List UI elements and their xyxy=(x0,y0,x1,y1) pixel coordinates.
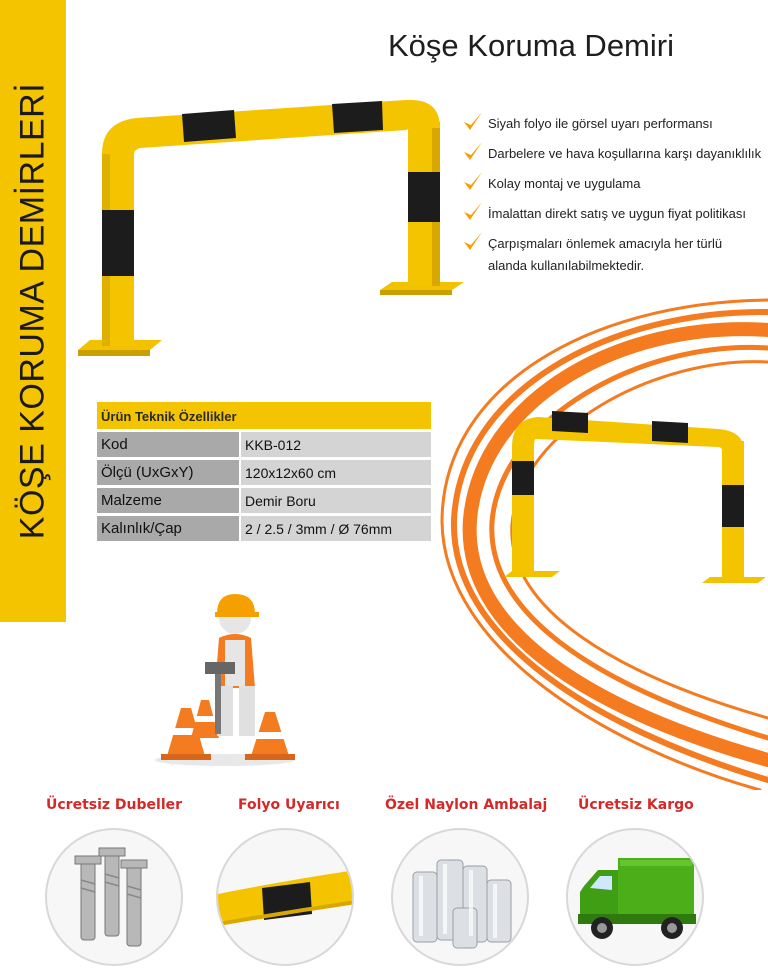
checkmark-icon xyxy=(464,202,482,220)
badge-label-free-anchors: Ücretsiz Dubeller xyxy=(46,797,183,813)
construction-worker-image xyxy=(155,594,295,766)
feature-item: İmalattan direkt satış ve uygun fiyat po… xyxy=(462,202,768,224)
truck-icon xyxy=(578,858,696,939)
badge-label-free-shipping: Ücretsiz Kargo xyxy=(578,797,694,813)
spec-table-heading: Ürün Teknik Özellikler xyxy=(97,402,431,429)
checkmark-icon xyxy=(464,172,482,190)
badge-label-nylon-packaging: Özel Naylon Ambalaj xyxy=(385,797,548,813)
feature-text: Siyah folyo ile görsel uyarı performansı xyxy=(488,116,713,131)
badge-circle xyxy=(216,828,354,966)
spec-key: Kod xyxy=(97,432,239,457)
feature-text: Çarpışmaları önlemek amacıyla her türlü xyxy=(488,236,723,251)
page-title: Köşe Koruma Demiri xyxy=(388,28,674,63)
feature-item: Siyah folyo ile görsel uyarı performansı xyxy=(462,112,768,134)
spec-key: Kalınlık/Çap xyxy=(97,516,239,541)
spec-value: KKB-012 xyxy=(241,432,431,457)
spec-row: Malzeme Demir Boru xyxy=(97,488,431,513)
feature-text: Darbelere ve hava koşullarına karşı daya… xyxy=(488,146,762,161)
traffic-cone-icon xyxy=(245,712,295,760)
spec-key: Ölçü (UxGxY) xyxy=(97,460,239,485)
spec-row: Ölçü (UxGxY) 120x12x60 cm xyxy=(97,460,431,485)
spec-row: Kalınlık/Çap 2 / 2.5 / 3mm / Ø 76mm xyxy=(97,516,431,541)
badge-circle xyxy=(45,828,183,966)
feature-item: Kolay montaj ve uygulama xyxy=(462,172,768,194)
pipe-foil-icon xyxy=(218,870,352,926)
anchor-bolts-icon xyxy=(74,847,148,947)
orange-swirl-decoration xyxy=(440,298,768,790)
side-banner-text: KÖŞE KORUMA DEMİRLERİ xyxy=(13,82,52,540)
checkmark-icon xyxy=(464,142,482,160)
side-banner: KÖŞE KORUMA DEMİRLERİ xyxy=(0,0,66,622)
badge-circle xyxy=(391,828,529,966)
traffic-cone-icon xyxy=(161,708,211,760)
nylon-rolls-icon xyxy=(412,859,512,949)
main-barrier-image xyxy=(78,99,464,356)
spec-value: Demir Boru xyxy=(241,488,431,513)
traffic-cone-icon xyxy=(191,700,219,738)
feature-text-continued: alanda kullanılabilmektedir. xyxy=(488,258,645,273)
spec-key: Malzeme xyxy=(97,488,239,513)
feature-item: Darbelere ve hava koşullarına karşı daya… xyxy=(462,142,768,164)
spec-value: 2 / 2.5 / 3mm / Ø 76mm xyxy=(241,516,431,541)
spec-value: 120x12x60 cm xyxy=(241,460,431,485)
feature-text: Kolay montaj ve uygulama xyxy=(488,176,641,191)
badge-label-warning-foil: Folyo Uyarıcı xyxy=(238,797,340,813)
badge-circle xyxy=(566,828,704,966)
feature-text: İmalattan direkt satış ve uygun fiyat po… xyxy=(488,206,746,221)
feature-item: Çarpışmaları önlemek amacıyla her türlü … xyxy=(462,232,768,278)
checkmark-icon xyxy=(464,112,482,130)
spec-row: Kod KKB-012 xyxy=(97,432,431,457)
feature-list: Siyah folyo ile görsel uyarı performansı… xyxy=(462,112,768,288)
checkmark-icon xyxy=(464,232,482,250)
secondary-barrier-image xyxy=(504,411,766,583)
